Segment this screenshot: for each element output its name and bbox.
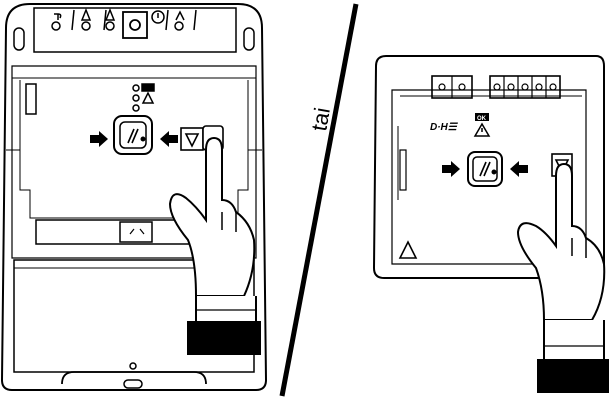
left-arrow-out <box>160 131 178 147</box>
right-pointing-hand <box>516 162 609 393</box>
ok-badge-label: OK <box>477 116 487 122</box>
right-arrow-in <box>442 161 460 177</box>
right-arrow-out <box>510 161 528 177</box>
divider-word: tai <box>306 106 335 133</box>
left-status-leds <box>132 83 155 112</box>
left-pointing-hand <box>168 136 261 355</box>
brand-logo: D·H☰ <box>430 122 459 133</box>
ok-badge: OK <box>475 113 489 122</box>
warning-icon <box>473 122 491 137</box>
left-arrow-in <box>90 131 108 147</box>
left-reset-button <box>113 115 153 155</box>
right-reset-button <box>467 151 503 187</box>
left-device <box>0 3 268 391</box>
or-divider: tai <box>279 3 359 397</box>
